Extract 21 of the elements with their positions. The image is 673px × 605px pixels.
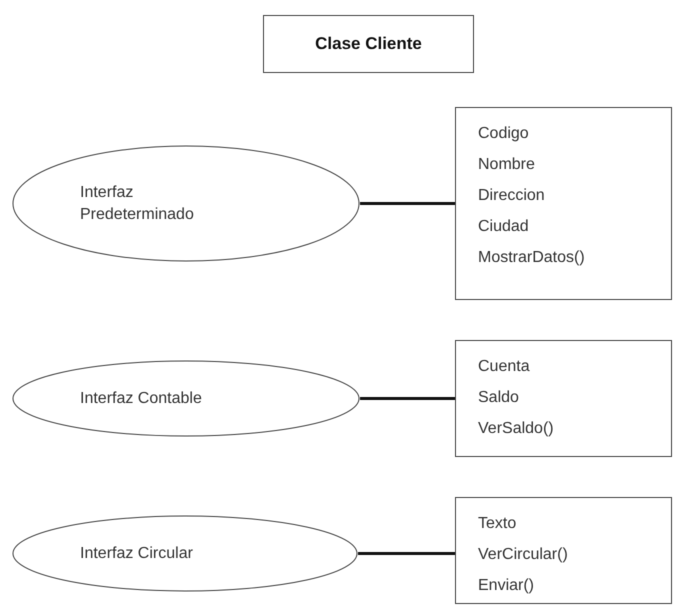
- member-box: [455, 107, 672, 300]
- member-name: Direccion: [478, 186, 545, 206]
- member-name: Codigo: [478, 124, 529, 144]
- member-box: [455, 340, 672, 457]
- member-name: Enviar(): [478, 576, 534, 596]
- interface-name: Interfaz Contable: [80, 388, 203, 408]
- member-name: MostrarDatos(): [478, 248, 585, 268]
- connector-line: [360, 202, 455, 205]
- member-name: Cuenta: [478, 357, 530, 377]
- member-name: VerSaldo(): [478, 419, 554, 439]
- interface-name: Interfaz Circular: [80, 544, 194, 564]
- member-name: Nombre: [478, 155, 535, 175]
- member-name: Saldo: [478, 388, 519, 408]
- title: Clase Cliente: [315, 34, 422, 54]
- member-name: Texto: [478, 514, 516, 534]
- connector-line: [360, 397, 455, 400]
- member-box: [455, 497, 672, 604]
- connector-line: [358, 552, 455, 555]
- interface-name: Interfaz Predeterminado: [80, 182, 195, 224]
- member-name: VerCircular(): [478, 545, 568, 565]
- member-name: Ciudad: [478, 217, 529, 237]
